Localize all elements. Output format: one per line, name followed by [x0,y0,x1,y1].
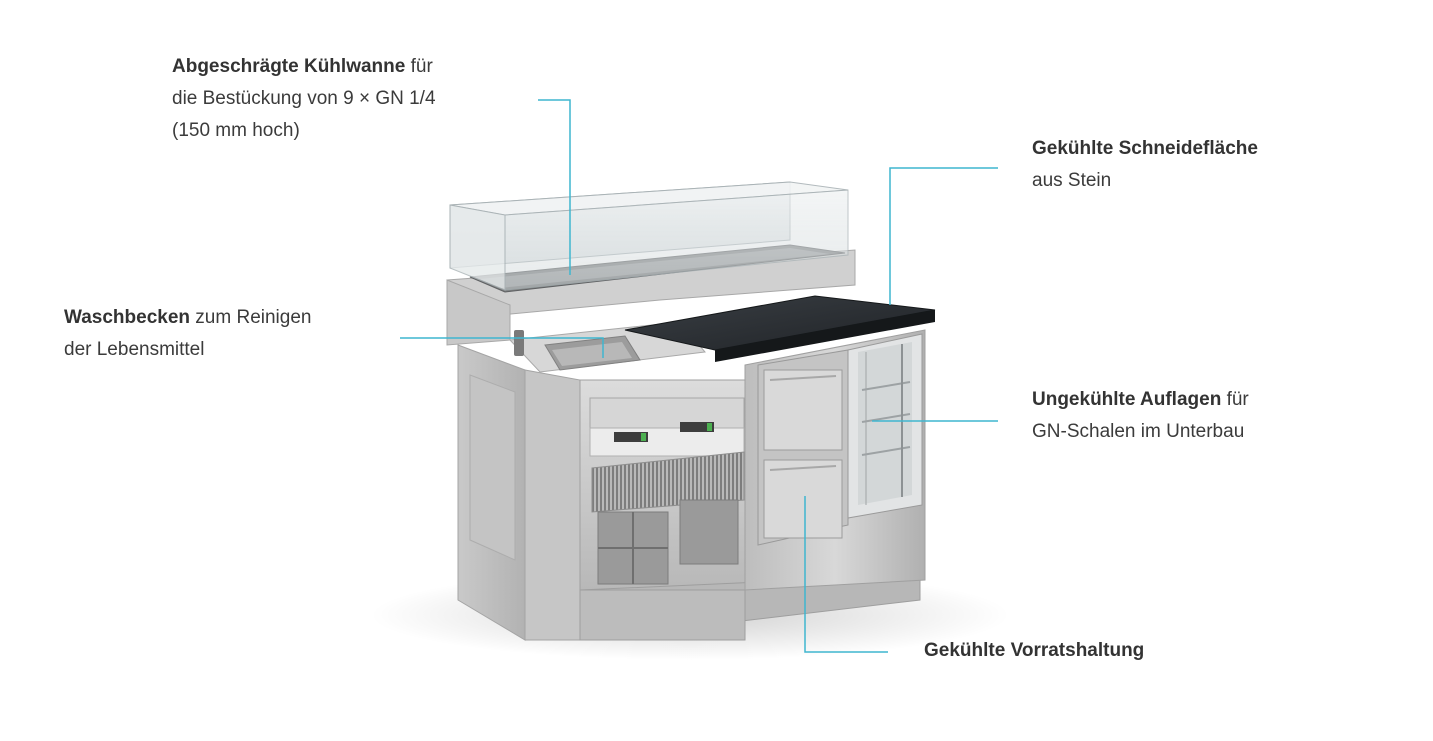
thermostat-display-1 [614,432,648,442]
drawer-lower [763,459,843,539]
callout-cooling-tray-line2: die Bestückung von 9 × GN 1/4 [172,88,436,109]
faucet [514,330,524,356]
callout-cooling-tray: Abgeschrägte Kühlwanne für die Bestückun… [172,51,436,147]
callout-sink: Waschbecken zum Reinigen der Lebensmitte… [64,302,311,366]
callout-sink-title: Waschbecken [64,307,191,328]
callout-shelves-title: Ungekühlte Auflagen [1032,389,1222,410]
callout-sink-line2: der Lebensmittel [64,339,205,360]
leader-line-sink [400,337,604,358]
leader-line-cooling-tray [538,99,571,275]
cabinet-front-left [524,369,581,641]
leader-line-storage [804,496,888,653]
leader-line-cutting-surface [889,167,998,305]
callout-cutting-surface-title: Gekühlte Schneidefläche [1032,138,1258,159]
callout-storage: Gekühlte Vorratshaltung [924,635,1144,667]
callout-cooling-tray-line3: (150 mm hoch) [172,120,300,141]
control-panel [589,397,745,429]
leader-lines [400,99,998,653]
callout-cutting-surface: Gekühlte Schneidefläche aus Stein [1032,133,1258,197]
callout-sink-title-rest: zum Reinigen [190,307,312,328]
callout-cooling-tray-title-rest: für [405,56,433,77]
glass-sneeze-guard-side [449,204,506,291]
ventilation-grille [591,451,745,513]
callout-storage-title: Gekühlte Vorratshaltung [924,640,1145,661]
cabinet-left-side-inset [469,374,516,561]
callout-shelves-line2: GN-Schalen im Unterbau [1032,421,1245,442]
control-panel-lower [589,427,745,457]
callout-cooling-tray-title: Abgeschrägte Kühlwanne [172,56,406,77]
thermostat-display-2 [680,422,714,432]
drawer-upper [763,369,843,451]
compressor-panel-right [679,499,739,565]
callout-cutting-surface-line2: aus Stein [1032,170,1112,191]
callout-shelves: Ungekühlte Auflagen für GN-Schalen im Un… [1032,384,1249,448]
callout-shelves-title-rest: für [1221,389,1249,410]
